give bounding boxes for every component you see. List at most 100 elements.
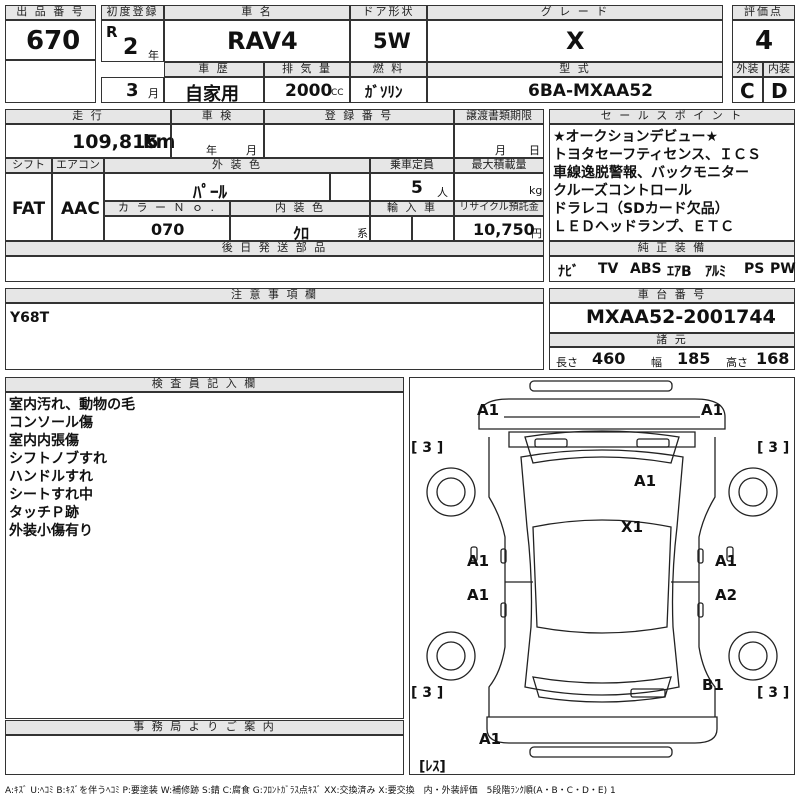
reg-no-header: 登 録 番 号 [264, 109, 454, 124]
history: 自家用 [185, 84, 239, 105]
history-header: 車 歴 [164, 62, 264, 77]
transfer-day-unit: 日 [529, 144, 540, 157]
legend: A:ｷｽﾞ U:ﾍｺﾐ B:ｷｽﾞを伴うﾍｺﾐ P:要塗装 W:補修跡 S:錆 … [5, 786, 616, 796]
height-label: 高さ [726, 356, 748, 369]
displacement: 2000 [285, 81, 333, 101]
sales-point-item: トヨタセーフティセンス、ＩＣＳ [553, 147, 762, 163]
car-diagram: A1 A1 A1 X1 A1 A1 A1 A2 B1 A1 [ 3 ] [ 3 … [411, 380, 789, 775]
displacement-header: 排 気 量 [264, 62, 350, 77]
exterior-header: 外装 [732, 62, 763, 77]
inspector-note: ハンドルすれ [9, 469, 93, 485]
length-value: 460 [592, 349, 626, 368]
capacity-header: 乗車定員 [370, 158, 454, 173]
reg-no-cell [264, 124, 454, 158]
rear-bumper-strip [529, 746, 673, 758]
first-reg-month-cell: 3 月 [101, 77, 164, 103]
inspection-cell: 年 月 [171, 124, 264, 158]
inspector-note: 外装小傷有り [9, 523, 93, 539]
chassis-no: MXAA52-2001744 [586, 306, 776, 328]
damage-rear-right: B1 [702, 676, 724, 694]
damage-left-front-door: A1 [467, 552, 489, 570]
rear-bumper [486, 716, 718, 744]
later-parts-cell [5, 256, 544, 282]
equip-ps: PS [744, 261, 765, 277]
inspector-note: シートすれ中 [9, 487, 93, 503]
max-load-cell: kg [454, 173, 544, 201]
sales-point-list: ★オークションデビュー★ トヨタセーフティセンス、ＩＣＳ 車線逸脱警報、バックモ… [549, 124, 795, 241]
equip-airbag: ｴｱB [667, 264, 692, 280]
sales-point-item: ★オークションデビュー★ [553, 129, 719, 145]
ext-color: ﾊﾟｰﾙ [193, 183, 227, 203]
transfer-doc-header: 譲渡書類期限 [454, 109, 544, 124]
wheel-rear-right [728, 631, 778, 681]
int-color-header: 内 装 色 [230, 201, 370, 216]
model-type-header: 型 式 [427, 62, 723, 77]
aircon-cell: AAC [52, 173, 104, 241]
ext-color-cell: ﾊﾟｰﾙ [104, 173, 330, 203]
specs-cell: 長さ 460 幅 185 高さ 168 [549, 347, 795, 370]
reg-month: 3 [126, 80, 139, 101]
damage-hood: A1 [634, 472, 656, 490]
shift-header: シフト [5, 158, 52, 173]
chassis-no-header: 車 台 番 号 [549, 288, 795, 303]
mileage: 109,815 [72, 131, 159, 153]
genuine-equipment: ﾅﾋﾞ TV ABS ｴｱB ｱﾙﾐ PS PW [549, 256, 796, 282]
chassis-no-cell: MXAA52-2001744 [549, 303, 795, 333]
car-name-header: 車 名 [164, 5, 350, 20]
office-header: 事 務 局 よ り ご 案 内 [5, 720, 404, 735]
left-body [488, 437, 506, 717]
max-load-header: 最大積載量 [454, 158, 544, 173]
kg-unit: kg [529, 184, 543, 197]
sales-point-item: ＬＥＤヘッドランプ、ＥＴＣ [553, 219, 735, 235]
first-reg-header: 初度登録 [101, 5, 164, 20]
int-color-cell: ｸﾛ 系 [230, 216, 370, 243]
door-type: 5W [373, 29, 411, 53]
capacity: 5 [411, 178, 423, 198]
capacity-unit: 人 [437, 186, 448, 199]
model-type: 6BA-MXAA52 [528, 81, 653, 101]
inspector-note: タッチＰ跡 [9, 505, 79, 521]
aircon: AAC [61, 199, 100, 219]
grade-cell: X [427, 20, 723, 62]
interior-grade: D [771, 79, 788, 103]
inspector-note: シフトノブすれ [9, 451, 107, 467]
month-unit: 月 [148, 87, 159, 100]
damage-left-rear-door: A1 [467, 586, 489, 604]
lot-no-cell: 670 [5, 20, 96, 60]
score-header: 評価点 [732, 5, 795, 20]
int-color: ｸﾛ [293, 224, 310, 243]
door-cell: 5W [350, 20, 427, 62]
windshield [524, 430, 680, 464]
wheel-front-left [426, 467, 476, 517]
inspector-note: コンソール傷 [9, 415, 93, 431]
specs-header: 諸 元 [549, 333, 795, 347]
import-header: 輸 入 車 [370, 201, 454, 216]
car-name: RAV4 [227, 27, 298, 55]
transfer-month-unit: 月 [495, 144, 506, 157]
inspector-note: 室内汚れ、動物の毛 [9, 397, 136, 413]
office-cell [5, 735, 404, 775]
recycle-fee: 10,750 [473, 220, 535, 239]
lot-no: 670 [26, 26, 81, 56]
lot-no-header: 出 品 番 号 [5, 5, 96, 20]
damage-right-rear-door: A2 [715, 586, 737, 604]
ext-color-blank [330, 173, 370, 201]
exterior-grade-cell: C [732, 77, 763, 103]
fuel-cell: ｶﾞｿﾘﾝ [350, 77, 427, 103]
import-cell [370, 216, 412, 241]
damage-rear-left: A1 [479, 730, 501, 748]
score: 4 [755, 26, 774, 56]
equip-abs: ABS [630, 261, 662, 277]
mileage-header: 走 行 [5, 109, 171, 124]
damage-front-left: A1 [477, 401, 499, 419]
height-value: 168 [756, 349, 790, 368]
car-name-cell: RAV4 [164, 20, 350, 62]
tire-rr: [ 3 ] [757, 685, 789, 701]
right-body [698, 437, 716, 717]
fuel-header: 燃 料 [350, 62, 427, 77]
inspection-year-unit: 年 [206, 144, 217, 157]
cc-unit: CC [331, 88, 344, 98]
inspection-header: 車 検 [171, 109, 264, 124]
recycle-header: リサイクル預託金 [454, 201, 544, 216]
later-parts-header: 後 日 発 送 部 品 [5, 241, 544, 256]
